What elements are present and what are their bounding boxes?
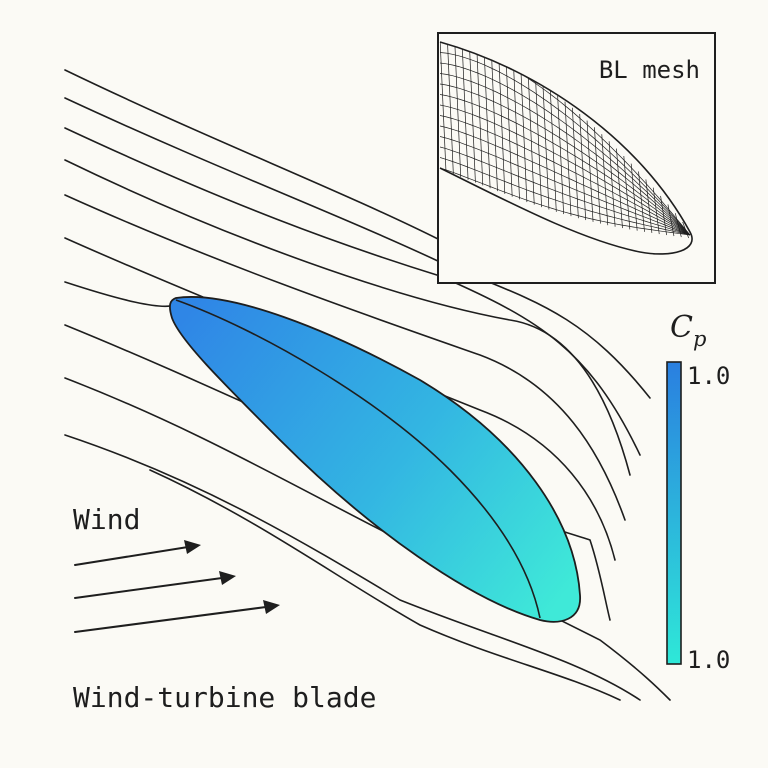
arrow-right-icon <box>184 540 201 554</box>
mesh-line <box>469 44 476 183</box>
mesh-line <box>549 90 557 212</box>
mesh-line <box>440 42 447 173</box>
mesh-line <box>461 42 469 180</box>
mesh-line <box>623 155 631 230</box>
mesh-line <box>447 42 454 175</box>
mesh-line <box>572 107 579 219</box>
mesh-line <box>440 52 691 236</box>
mesh-line <box>527 74 535 205</box>
mesh-line <box>440 125 691 236</box>
mesh-line <box>535 79 542 208</box>
arrow-right-icon <box>263 600 280 614</box>
streamlines <box>64 69 671 701</box>
mesh-line <box>542 84 550 210</box>
arrow-right-icon <box>74 606 267 633</box>
mesh-line <box>440 157 691 236</box>
arrow-right-icon <box>74 577 223 599</box>
mesh-line <box>483 50 491 189</box>
streamline <box>64 194 626 521</box>
mesh-line <box>601 134 609 226</box>
streamline <box>64 159 631 476</box>
mesh-line <box>440 104 691 236</box>
colorbar-top-value: 1.0 <box>687 362 730 390</box>
mesh-line <box>616 148 623 229</box>
blade <box>169 296 581 623</box>
mesh-line <box>652 187 660 235</box>
streamline <box>64 97 441 263</box>
mesh-line <box>520 69 528 203</box>
mesh-line <box>440 94 691 236</box>
streamline <box>64 69 441 241</box>
mesh-line <box>505 60 513 197</box>
mesh-line <box>476 46 484 186</box>
blade-body <box>169 296 581 623</box>
mesh-line <box>594 127 601 224</box>
mesh-line <box>440 136 691 236</box>
inset-frame <box>437 32 716 284</box>
mesh-line <box>608 141 616 227</box>
mesh-line <box>454 42 462 178</box>
blade-leading-edge-line <box>175 299 541 619</box>
streamline <box>64 434 641 701</box>
mesh-line <box>491 53 498 192</box>
mesh-line <box>440 73 691 236</box>
inset-panel: BL mesh <box>437 32 716 284</box>
colorbar-symbol: Cp <box>670 310 706 351</box>
mesh-line <box>630 163 638 231</box>
arrow-right-icon <box>74 546 189 566</box>
wind-arrows <box>74 540 280 633</box>
mesh-line <box>440 115 691 236</box>
mesh-line <box>440 62 691 236</box>
colorbar-bottom-value: 1.0 <box>687 646 730 674</box>
arrow-right-icon <box>219 571 236 585</box>
mesh-line <box>586 120 594 222</box>
wind-label: Wind <box>73 503 140 536</box>
colorbar-gradient <box>666 361 682 665</box>
mesh-line <box>440 146 691 236</box>
mesh-line <box>440 167 691 236</box>
streamline <box>149 469 621 701</box>
mesh-line <box>498 57 506 194</box>
streamline <box>64 127 441 277</box>
mesh-line <box>638 171 645 232</box>
bl-mesh-outline <box>439 41 693 255</box>
streamline <box>64 281 176 308</box>
mesh-line <box>513 65 520 200</box>
mesh-line <box>440 83 691 236</box>
colorbar: Cp 1.0 1.0 <box>666 310 730 674</box>
bl-mesh <box>440 42 693 240</box>
mesh-line <box>579 114 587 221</box>
blade-caption: Wind-turbine blade <box>73 681 376 714</box>
inset-title: BL mesh <box>599 56 700 84</box>
mesh-line <box>557 95 564 215</box>
mesh-line <box>564 101 572 217</box>
